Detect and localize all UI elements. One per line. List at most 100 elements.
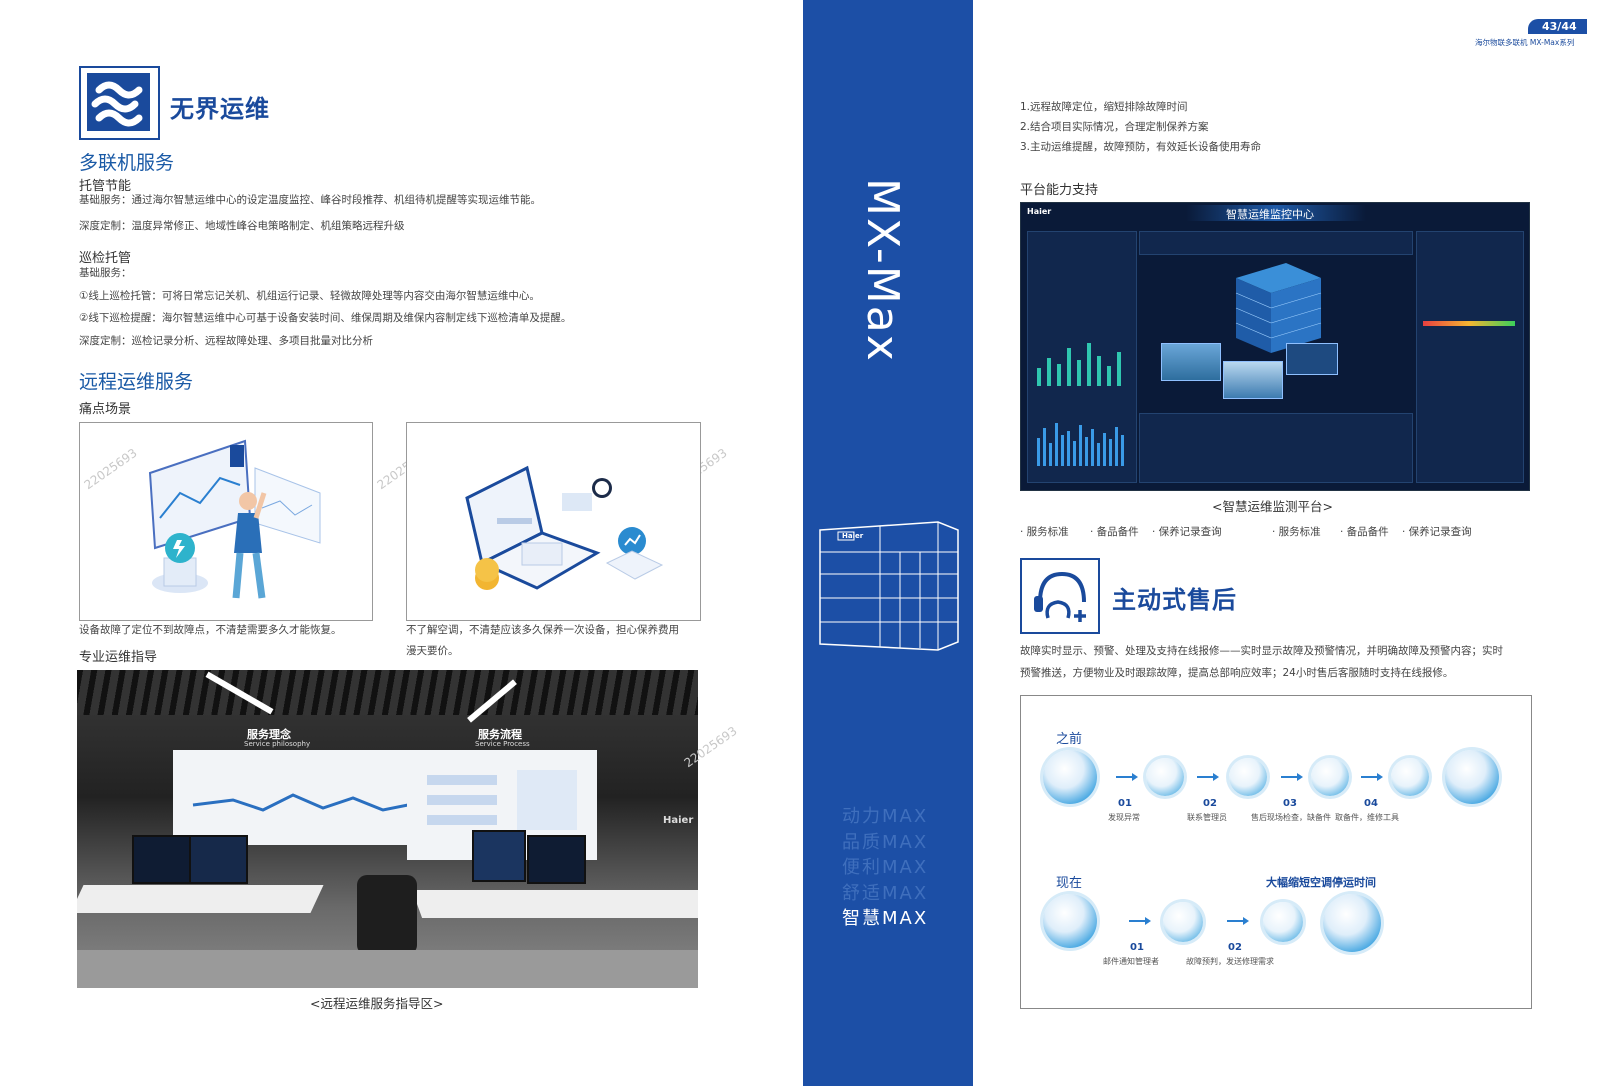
patrol-line: 基础服务： xyxy=(79,267,132,279)
remote-service-title: 远程运维服务 xyxy=(79,371,194,393)
technician-icon xyxy=(1263,902,1303,942)
bar-mini-chart xyxy=(1035,338,1130,392)
board2-title: 服务流程 xyxy=(478,728,522,741)
benefit-item: 3.主动运维提醒，故障预防，有效延长设备使用寿命 xyxy=(1020,141,1262,153)
guidance-title: 专业运维指导 xyxy=(79,650,158,665)
notify-icon xyxy=(1163,902,1203,942)
step-number: 02 xyxy=(1203,798,1217,809)
dashboard-title: 智慧运维监控中心 xyxy=(1226,208,1314,221)
monitor xyxy=(472,830,526,882)
photo-thumb xyxy=(1161,343,1221,381)
platform-tag: · 备品备件 xyxy=(1340,526,1389,538)
after-sales-desc: 故障实时显示、预警、处理及支持在线报修——实时显示故障及预警情况，并明确故障及预… xyxy=(1020,645,1503,657)
ceiling-slats xyxy=(77,670,698,715)
platform-tag: · 备品备件 xyxy=(1090,526,1139,538)
step-number: 04 xyxy=(1364,798,1378,809)
board1-title: 服务理念 xyxy=(247,728,291,741)
series-band xyxy=(803,0,973,1086)
dashboard-title-bar xyxy=(1186,205,1366,221)
step-number: 01 xyxy=(1118,798,1132,809)
platform-tag: · 服务标准 xyxy=(1020,526,1069,538)
platform-tag: · 保养记录查询 xyxy=(1152,526,1222,538)
flow-arrow xyxy=(1197,773,1219,781)
room-caption: <远程运维服务指导区> xyxy=(310,996,444,1011)
progress-strip xyxy=(1423,321,1515,326)
before-label: 之前 xyxy=(1056,732,1083,747)
vrf-unit-fixed-icon xyxy=(1445,750,1499,804)
platform-title: 平台能力支持 xyxy=(1020,183,1099,198)
patrol-line: ②线下巡检提醒：海尔智慧运维中心可基于设备安装时间、维保周期及维保内容制定线下巡… xyxy=(79,312,572,324)
max-item: 便利MAX xyxy=(842,857,929,878)
flow-arrow xyxy=(1129,917,1151,925)
top-stats xyxy=(1139,231,1413,255)
inspection-icon xyxy=(1229,758,1267,796)
admin-icon xyxy=(1146,758,1184,796)
max-item: 舒适MAX xyxy=(842,882,929,904)
max-item: 动力MAX xyxy=(842,806,929,827)
board1-subtitle: Service philosophy xyxy=(244,740,311,748)
unit-brand: Haier xyxy=(842,532,864,540)
max-feature-list: 动力MAX 品质MAX 便利MAX 舒适MAX 智慧MAX xyxy=(842,804,928,932)
patrol-line: 深度定制：巡检记录分析、远程故障处理、多项目批量对比分析 xyxy=(79,335,373,347)
after-sales-title: 主动式售后 xyxy=(1112,586,1237,614)
flow-arrow xyxy=(1361,773,1383,781)
board2-subtitle: Service Process xyxy=(475,740,530,748)
step-label: 取备件，维修工具 xyxy=(1335,813,1399,822)
support-agent-icon xyxy=(1020,558,1100,634)
hosting-title: 托管节能 xyxy=(79,179,132,194)
philosophy-board xyxy=(173,750,453,845)
pain1-caption: 设备故障了定位不到故障点，不清楚需要多久才能恢复。 xyxy=(79,624,342,636)
repair-icon xyxy=(1391,758,1429,796)
monitor xyxy=(527,835,586,884)
step-number: 03 xyxy=(1283,798,1297,809)
series-label: 海尔物联多联机 MX-Max系列 xyxy=(1475,38,1575,47)
benefit-item: 2.结合项目实际情况，合理定制保养方案 xyxy=(1020,121,1209,133)
bar-mini-chart xyxy=(1035,413,1130,472)
step-label: 邮件通知管理者 xyxy=(1103,957,1159,966)
step-number: 01 xyxy=(1130,942,1144,953)
process-comparison: 之前 01 发现异常 02 联系管理员 03 售后现场检查，缺备件 04 取备件… xyxy=(1020,695,1532,1009)
now-highlight: 大幅缩短空调停运时间 xyxy=(1266,876,1376,889)
service-logo-icon xyxy=(79,66,160,140)
bottom-stats xyxy=(1139,413,1413,483)
max-item: 品质MAX xyxy=(842,831,929,853)
pain-illustration-fault xyxy=(79,422,373,621)
pain-illustration-maintenance xyxy=(406,422,701,621)
monitor xyxy=(189,835,248,884)
photo-thumb xyxy=(1286,343,1338,375)
section-title: 无界运维 xyxy=(170,95,270,123)
desk xyxy=(411,890,698,918)
now-label: 现在 xyxy=(1056,876,1083,891)
patrol-title: 巡检托管 xyxy=(79,251,132,266)
vrf-service-title: 多联机服务 xyxy=(79,152,175,174)
vrf-unit-icon xyxy=(1043,894,1097,948)
vrf-unit-icon xyxy=(1043,750,1097,804)
step-label: 联系管理员 xyxy=(1187,813,1227,822)
max-item-active: 智慧MAX xyxy=(842,908,929,929)
chair xyxy=(357,875,417,955)
page-number: 43/44 xyxy=(1528,19,1587,34)
benefit-item: 1.远程故障定位，缩短排除故障时间 xyxy=(1020,101,1188,113)
hosting-line: 深度定制：温度异常修正、地域性峰谷电策略制定、机组策略远程升级 xyxy=(79,220,405,232)
vrf-unit-drawing xyxy=(818,520,963,659)
vertical-title: MX-Max xyxy=(857,178,908,363)
hosting-line: 基础服务：通过海尔智慧运维中心的设定温度监控、峰谷时段推荐、机组待机提醒等实现运… xyxy=(79,194,541,206)
technician-icon xyxy=(1311,758,1349,796)
flow-arrow xyxy=(1116,773,1138,781)
right-panel xyxy=(1416,231,1524,483)
dashboard-brand: Haier xyxy=(1027,207,1052,216)
pain2-caption-line2: 漫天要价。 xyxy=(406,645,459,657)
monitor xyxy=(132,835,191,884)
platform-caption: <智慧运维监测平台> xyxy=(1212,499,1333,514)
vrf-unit-fixed-icon xyxy=(1323,894,1381,952)
patrol-line: ①线上巡检托管：可将日常忘记关机、机组运行记录、轻微故障处理等内容交由海尔智慧运… xyxy=(79,290,540,302)
pain-title: 痛点场景 xyxy=(79,402,132,417)
platform-tag: · 服务标准 xyxy=(1272,526,1321,538)
monitoring-dashboard: Haier 智慧运维监控中心 xyxy=(1020,202,1530,491)
step-label: 故障预判，发送修理需求 xyxy=(1186,957,1274,966)
building-3d xyxy=(1226,258,1326,358)
floor xyxy=(77,950,698,988)
flow-arrow xyxy=(1227,917,1249,925)
room-brand: Haier xyxy=(663,815,694,826)
step-number: 02 xyxy=(1228,942,1242,953)
